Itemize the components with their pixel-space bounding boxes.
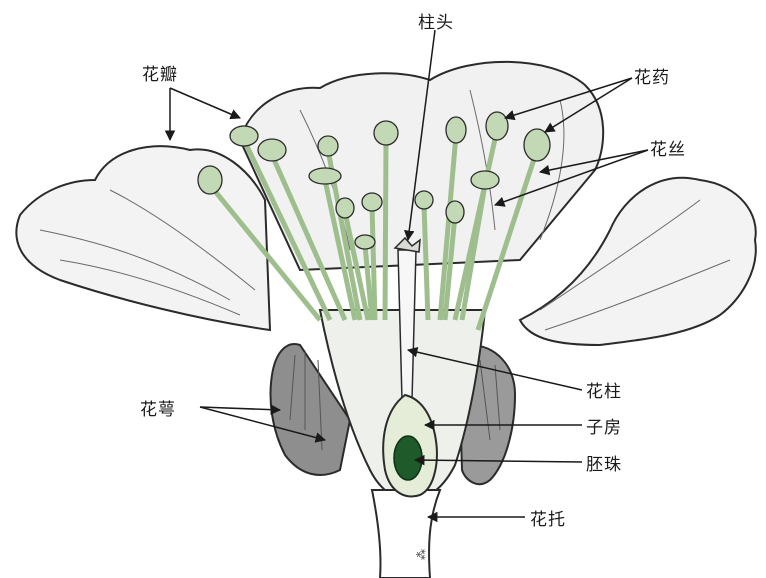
label-style: 花柱 [586,377,622,402]
label-petal: 花瓣 [142,60,178,85]
label-filament: 花丝 [650,135,686,160]
style [398,250,416,400]
label-ovary: 子房 [586,413,622,438]
label-sepal: 花萼 [140,395,176,420]
ovule [394,436,422,480]
label-anther: 花药 [634,63,670,88]
label-receptacle: 花托 [530,505,566,530]
stem [372,490,440,578]
label-stigma: 柱头 [418,8,454,33]
back-petal [240,62,603,270]
label-ovule: 胚珠 [586,450,622,475]
stem-mark: ⁂ [415,549,428,560]
left-petal [16,146,270,330]
